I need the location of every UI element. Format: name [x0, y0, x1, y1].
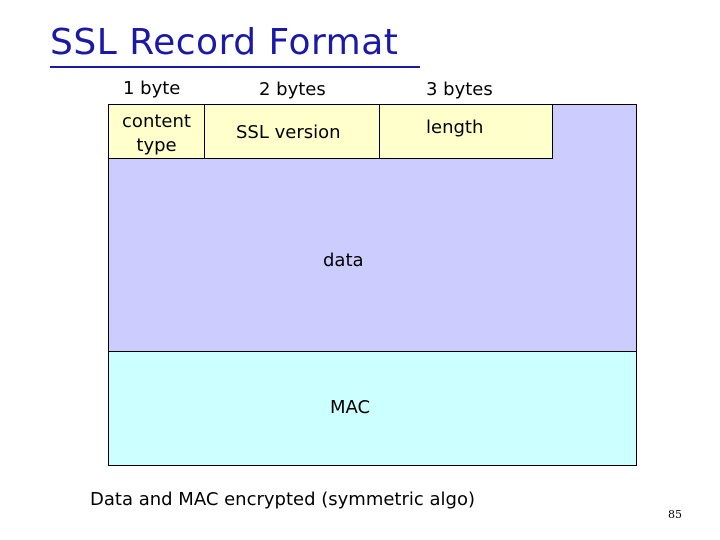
- size-label-length: 3 bytes: [426, 79, 493, 100]
- ssl-version-field: SSL version: [204, 104, 380, 159]
- ssl-version-label: SSL version: [236, 122, 341, 143]
- size-label-ssl-version: 2 bytes: [259, 79, 326, 100]
- page-number: 85: [668, 508, 682, 521]
- mac-block: [108, 351, 637, 466]
- slide-title: SSL Record Format: [50, 22, 399, 63]
- encryption-caption: Data and MAC encrypted (symmetric algo): [90, 489, 476, 510]
- length-field: length: [379, 104, 553, 159]
- length-label: length: [426, 117, 484, 138]
- title-underline: [50, 66, 420, 68]
- content-type-field: content type: [108, 104, 205, 159]
- size-label-content-type: 1 byte: [123, 78, 181, 99]
- mac-label: MAC: [330, 397, 371, 418]
- data-label: data: [323, 250, 364, 271]
